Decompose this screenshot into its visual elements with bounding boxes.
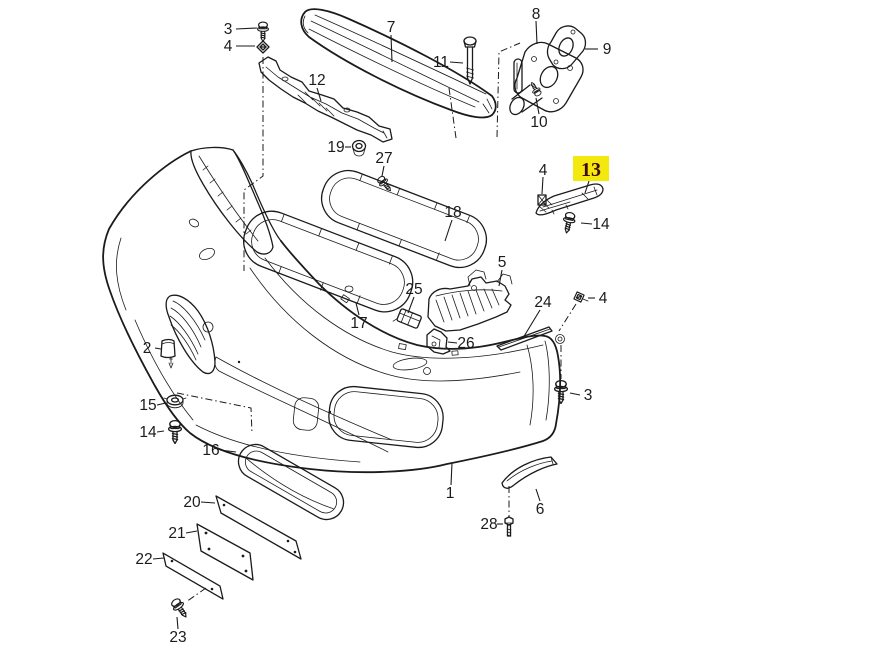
part-clip-25 bbox=[392, 308, 422, 329]
callout-7[interactable]: 7 bbox=[387, 19, 396, 36]
part-upper-bracket-12 bbox=[258, 56, 393, 143]
part-clip-4-right bbox=[571, 289, 589, 305]
part-grommet-19 bbox=[351, 139, 367, 157]
part-plate-22 bbox=[162, 552, 224, 600]
callout-24[interactable]: 24 bbox=[534, 294, 552, 311]
callout-26[interactable]: 26 bbox=[457, 335, 474, 352]
part-screw-3-top bbox=[257, 21, 269, 43]
part-strip-24 bbox=[496, 326, 553, 351]
part-bumper-cover-1 bbox=[102, 146, 565, 474]
callout-4-top[interactable]: 4 bbox=[224, 38, 233, 55]
callout-22[interactable]: 22 bbox=[135, 551, 152, 568]
part-screw-23 bbox=[168, 596, 192, 621]
part-clip-4-top bbox=[256, 40, 270, 54]
part-plug-2 bbox=[160, 338, 176, 369]
highlight-box-13 bbox=[573, 156, 609, 181]
callout-6[interactable]: 6 bbox=[536, 501, 545, 518]
callout-28[interactable]: 28 bbox=[480, 516, 497, 533]
callout-18[interactable]: 18 bbox=[444, 204, 461, 221]
part-plate-21 bbox=[196, 523, 254, 581]
callouts: 3 4 7 11 8 9 10 12 19 27 4 13 14 18 5 25… bbox=[135, 6, 611, 646]
part-grille-16 bbox=[237, 443, 345, 521]
callout-3-right[interactable]: 3 bbox=[584, 387, 593, 404]
callout-11[interactable]: 11 bbox=[433, 54, 449, 71]
part-screw-14-right bbox=[560, 210, 577, 235]
part-bracket-26 bbox=[426, 328, 451, 355]
part-impact-bar-7 bbox=[300, 8, 497, 119]
callout-16[interactable]: 16 bbox=[202, 442, 219, 459]
callout-12[interactable]: 12 bbox=[308, 72, 325, 89]
callout-14-right[interactable]: 14 bbox=[592, 216, 610, 233]
part-bolt-28 bbox=[504, 516, 514, 537]
part-plate-20 bbox=[215, 495, 302, 560]
callout-20[interactable]: 20 bbox=[183, 494, 201, 511]
part-screw-14-left bbox=[167, 419, 183, 445]
callout-3-top[interactable]: 3 bbox=[224, 21, 233, 38]
callout-19[interactable]: 19 bbox=[327, 139, 344, 156]
callout-4-mid[interactable]: 4 bbox=[539, 162, 548, 179]
part-clip-4-mid bbox=[537, 194, 547, 206]
part-mount-bracket-8 bbox=[509, 41, 584, 116]
callout-5[interactable]: 5 bbox=[498, 254, 507, 271]
callout-21[interactable]: 21 bbox=[168, 525, 185, 542]
part-spoiler-lip-6 bbox=[501, 456, 558, 489]
part-grille-18 bbox=[320, 169, 488, 269]
callout-25[interactable]: 25 bbox=[405, 281, 422, 298]
callout-17[interactable]: 17 bbox=[350, 315, 367, 332]
callout-4-right[interactable]: 4 bbox=[599, 290, 608, 307]
part-screw-27 bbox=[375, 174, 395, 195]
part-side-bracket-13 bbox=[535, 183, 604, 216]
leader-lines bbox=[152, 20, 598, 630]
callout-13-highlighted[interactable]: 13 bbox=[581, 159, 601, 181]
part-grille-17 bbox=[243, 210, 414, 313]
callout-2[interactable]: 2 bbox=[143, 340, 152, 357]
callout-1[interactable]: 1 bbox=[446, 485, 455, 502]
callout-23[interactable]: 23 bbox=[169, 629, 186, 646]
part-center-grille-5 bbox=[427, 269, 513, 332]
part-nut-15 bbox=[163, 394, 187, 409]
callout-9[interactable]: 9 bbox=[603, 41, 612, 58]
callout-10[interactable]: 10 bbox=[530, 114, 548, 131]
callout-27[interactable]: 27 bbox=[375, 150, 392, 167]
callout-15[interactable]: 15 bbox=[139, 397, 156, 414]
part-long-bolt-11 bbox=[463, 36, 477, 85]
callout-14-left[interactable]: 14 bbox=[139, 424, 157, 441]
construction-lines bbox=[176, 42, 577, 603]
part-gasket-9 bbox=[546, 25, 587, 70]
callout-8[interactable]: 8 bbox=[532, 6, 541, 23]
